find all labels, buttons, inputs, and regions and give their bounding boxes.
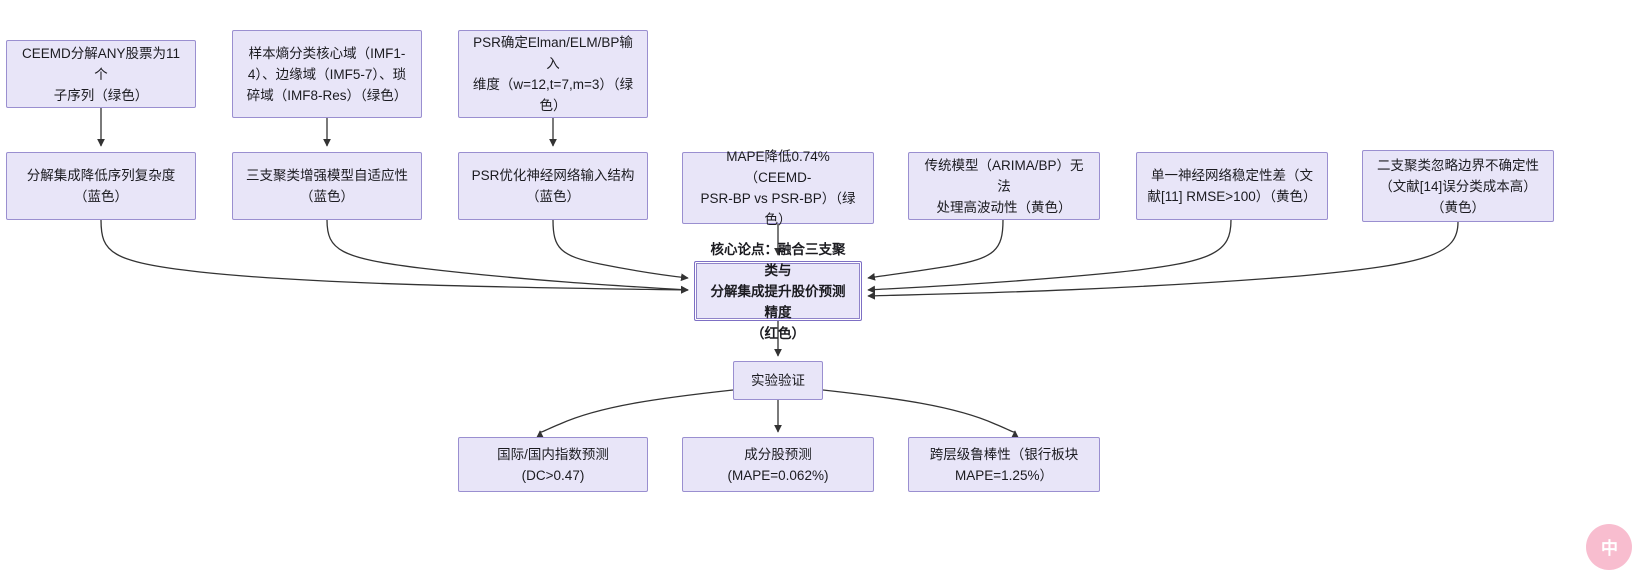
flow-node-n2[interactable]: 样本熵分类核心域（IMF1- 4）、边缘域（IMF5-7）、琐 碎域（IMF8-… (232, 30, 422, 118)
flow-node-n12[interactable]: 实验验证 (733, 361, 823, 400)
watermark-badge: 中 (1586, 524, 1632, 570)
flow-node-label: 核心论点：融合三支聚类与 分解集成提升股价预测精度 （红色） (710, 241, 846, 341)
flow-node-label: PSR优化神经网络输入结构 （蓝色） (471, 168, 635, 204)
flow-node-label: CEEMD分解ANY股票为11个 子序列（绿色） (21, 45, 181, 103)
flow-node-n4[interactable]: 分解集成降低序列复杂度 （蓝色） (6, 152, 196, 220)
flow-node-label: 单一神经网络稳定性差（文 献[11] RMSE>100）（黄色） (1147, 168, 1317, 204)
flow-node-label: 传统模型（ARIMA/BP）无法 处理高波动性（黄色） (924, 157, 1084, 215)
flow-edge-n9-to-n11 (867, 219, 1232, 294)
flow-node-label: 跨层级鲁棒性（银行板块 MAPE=1.25%） (929, 446, 1079, 483)
flow-node-n6[interactable]: PSR优化神经网络输入结构 （蓝色） (458, 152, 648, 220)
flow-node-n14[interactable]: 成分股预测 (MAPE=0.062%) (682, 437, 874, 492)
flow-node-label: 成分股预测 (MAPE=0.062%) (727, 446, 829, 483)
flow-edge-n8-to-n11 (867, 219, 1004, 281)
flow-node-n13[interactable]: 国际/国内指数预测 (DC>0.47) (458, 437, 648, 492)
flow-node-n15[interactable]: 跨层级鲁棒性（银行板块 MAPE=1.25%） (908, 437, 1100, 492)
watermark-text: 中 (1601, 538, 1618, 558)
flow-edge-n4-to-n11 (100, 219, 689, 294)
flow-node-n7[interactable]: MAPE降低0.74%（CEEMD- PSR-BP vs PSR-BP）（绿 色… (682, 149, 874, 227)
flow-node-n11[interactable]: 核心论点：融合三支聚类与 分解集成提升股价预测精度 （红色） (694, 242, 862, 341)
flow-node-label: 二支聚类忽略边界不确定性 （文献[14]误分类成本高） （黄色） (1377, 157, 1539, 215)
flow-node-label: 样本熵分类核心域（IMF1- 4）、边缘域（IMF5-7）、琐 碎域（IMF8-… (246, 45, 408, 103)
flow-node-label: 实验验证 (751, 373, 805, 388)
flow-node-n8[interactable]: 传统模型（ARIMA/BP）无法 处理高波动性（黄色） (908, 152, 1100, 220)
flow-edge-n5-to-n11 (326, 219, 689, 294)
flow-node-label: PSR确定Elman/ELM/BP输入 维度（w=12,t=7,m=3）（绿 色… (472, 35, 634, 113)
flow-node-label: 三支聚类增强模型自适应性 （蓝色） (246, 168, 408, 204)
flow-edge-n10-to-n11 (867, 221, 1459, 300)
flow-node-n5[interactable]: 三支聚类增强模型自适应性 （蓝色） (232, 152, 422, 220)
flow-edge-n6-to-n11 (552, 219, 689, 282)
flow-edge-n12-to-n15 (822, 389, 1019, 439)
flow-node-label: 分解集成降低序列复杂度 （蓝色） (26, 168, 176, 204)
flow-node-n9[interactable]: 单一神经网络稳定性差（文 献[11] RMSE>100）（黄色） (1136, 152, 1328, 220)
flow-edge-n12-to-n13 (536, 389, 734, 439)
flow-node-label: 国际/国内指数预测 (DC>0.47) (497, 446, 609, 483)
flow-node-n3[interactable]: PSR确定Elman/ELM/BP输入 维度（w=12,t=7,m=3）（绿 色… (458, 30, 648, 118)
flow-node-n1[interactable]: CEEMD分解ANY股票为11个 子序列（绿色） (6, 40, 196, 108)
flow-node-label: MAPE降低0.74%（CEEMD- PSR-BP vs PSR-BP）（绿 色… (700, 149, 856, 227)
flow-node-n10[interactable]: 二支聚类忽略边界不确定性 （文献[14]误分类成本高） （黄色） (1362, 150, 1554, 222)
